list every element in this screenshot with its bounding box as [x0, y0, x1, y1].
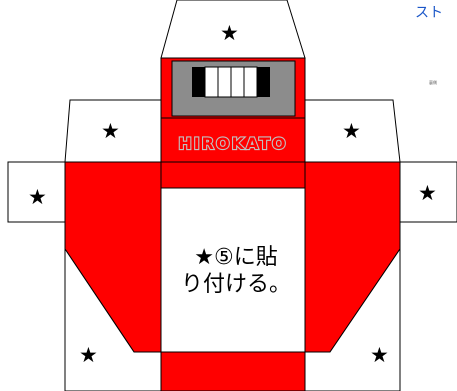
star-icon: ★	[220, 21, 239, 45]
star-icon: ★	[370, 343, 389, 367]
center-body-panel	[160, 187, 306, 353]
star-icon: ★	[28, 185, 47, 209]
instruction-line-1: ★⑤に貼	[194, 245, 278, 270]
star-icon: ★	[342, 119, 361, 143]
screen-bar	[243, 66, 258, 98]
bottom-band	[160, 351, 306, 391]
corner-label: スト	[415, 5, 443, 21]
tiny-note: 裏側	[429, 80, 437, 85]
star-icon: ★	[101, 119, 120, 143]
star-icon: ★	[79, 343, 98, 367]
brand-logo: HIROKATO	[178, 134, 287, 153]
screen-bar	[230, 66, 245, 98]
screen-bar	[204, 66, 219, 98]
star-icon: ★	[418, 181, 437, 205]
instruction-line-2: り付ける。	[180, 272, 291, 297]
screen-bar	[192, 67, 205, 97]
head-band	[160, 161, 306, 189]
screen-bar	[217, 66, 232, 98]
paste-instruction: ★⑤に貼 り付ける。	[165, 244, 307, 298]
screen-bar	[257, 67, 270, 97]
